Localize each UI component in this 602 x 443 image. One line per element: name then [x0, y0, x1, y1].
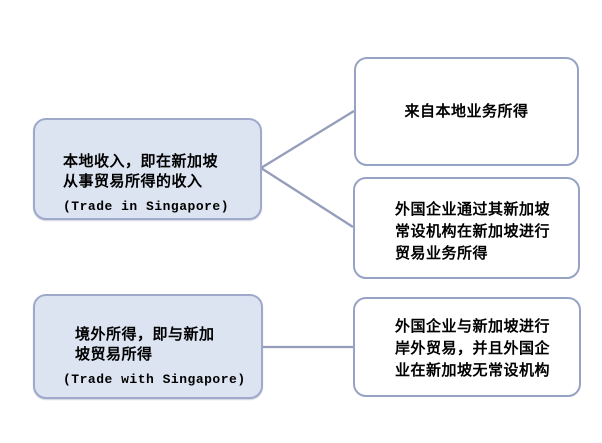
node-pe-trading-line3: 贸易业务所得 [395, 245, 489, 262]
node-local-income: 本地收入，即在新加坡 从事贸易所得的收入 (Trade in Singapore… [33, 118, 262, 220]
node-pe-trading: 外国企业通过其新加坡 常设机构在新加坡进行 贸易业务所得 [353, 177, 580, 279]
node-foreign-income-english-label: (Trade with Singapore) [63, 372, 246, 387]
node-foreign-income: 境外所得，即与新加 坡贸易所得 (Trade with Singapore) [33, 294, 263, 399]
node-local-income-line1: 本地收入，即在新加坡 [63, 153, 219, 170]
node-offshore-trading-line3: 业在新加坡无常设机构 [395, 362, 551, 379]
node-offshore-trading-line1: 外国企业与新加坡进行 [395, 318, 551, 335]
node-foreign-income-line1: 境外所得，即与新加 [75, 326, 215, 343]
node-local-income-line2: 从事贸易所得的收入 [63, 173, 203, 190]
node-local-income-english-label: (Trade in Singapore) [63, 199, 230, 214]
node-offshore-trading-line2: 岸外贸易，并且外国企 [395, 340, 551, 357]
node-local-business-line1: 来自本地业务所得 [404, 102, 529, 120]
node-pe-trading-line1: 外国企业通过其新加坡 [395, 201, 551, 218]
node-offshore-trading: 外国企业与新加坡进行 岸外贸易，并且外国企 业在新加坡无常设机构 [353, 297, 581, 397]
node-local-business: 来自本地业务所得 [354, 57, 579, 166]
node-foreign-income-line2: 坡贸易所得 [75, 346, 153, 363]
connector-local-to-pe-trading [260, 167, 354, 228]
node-pe-trading-line2: 常设机构在新加坡进行 [395, 223, 551, 240]
connector-local-to-local-business [260, 110, 355, 169]
